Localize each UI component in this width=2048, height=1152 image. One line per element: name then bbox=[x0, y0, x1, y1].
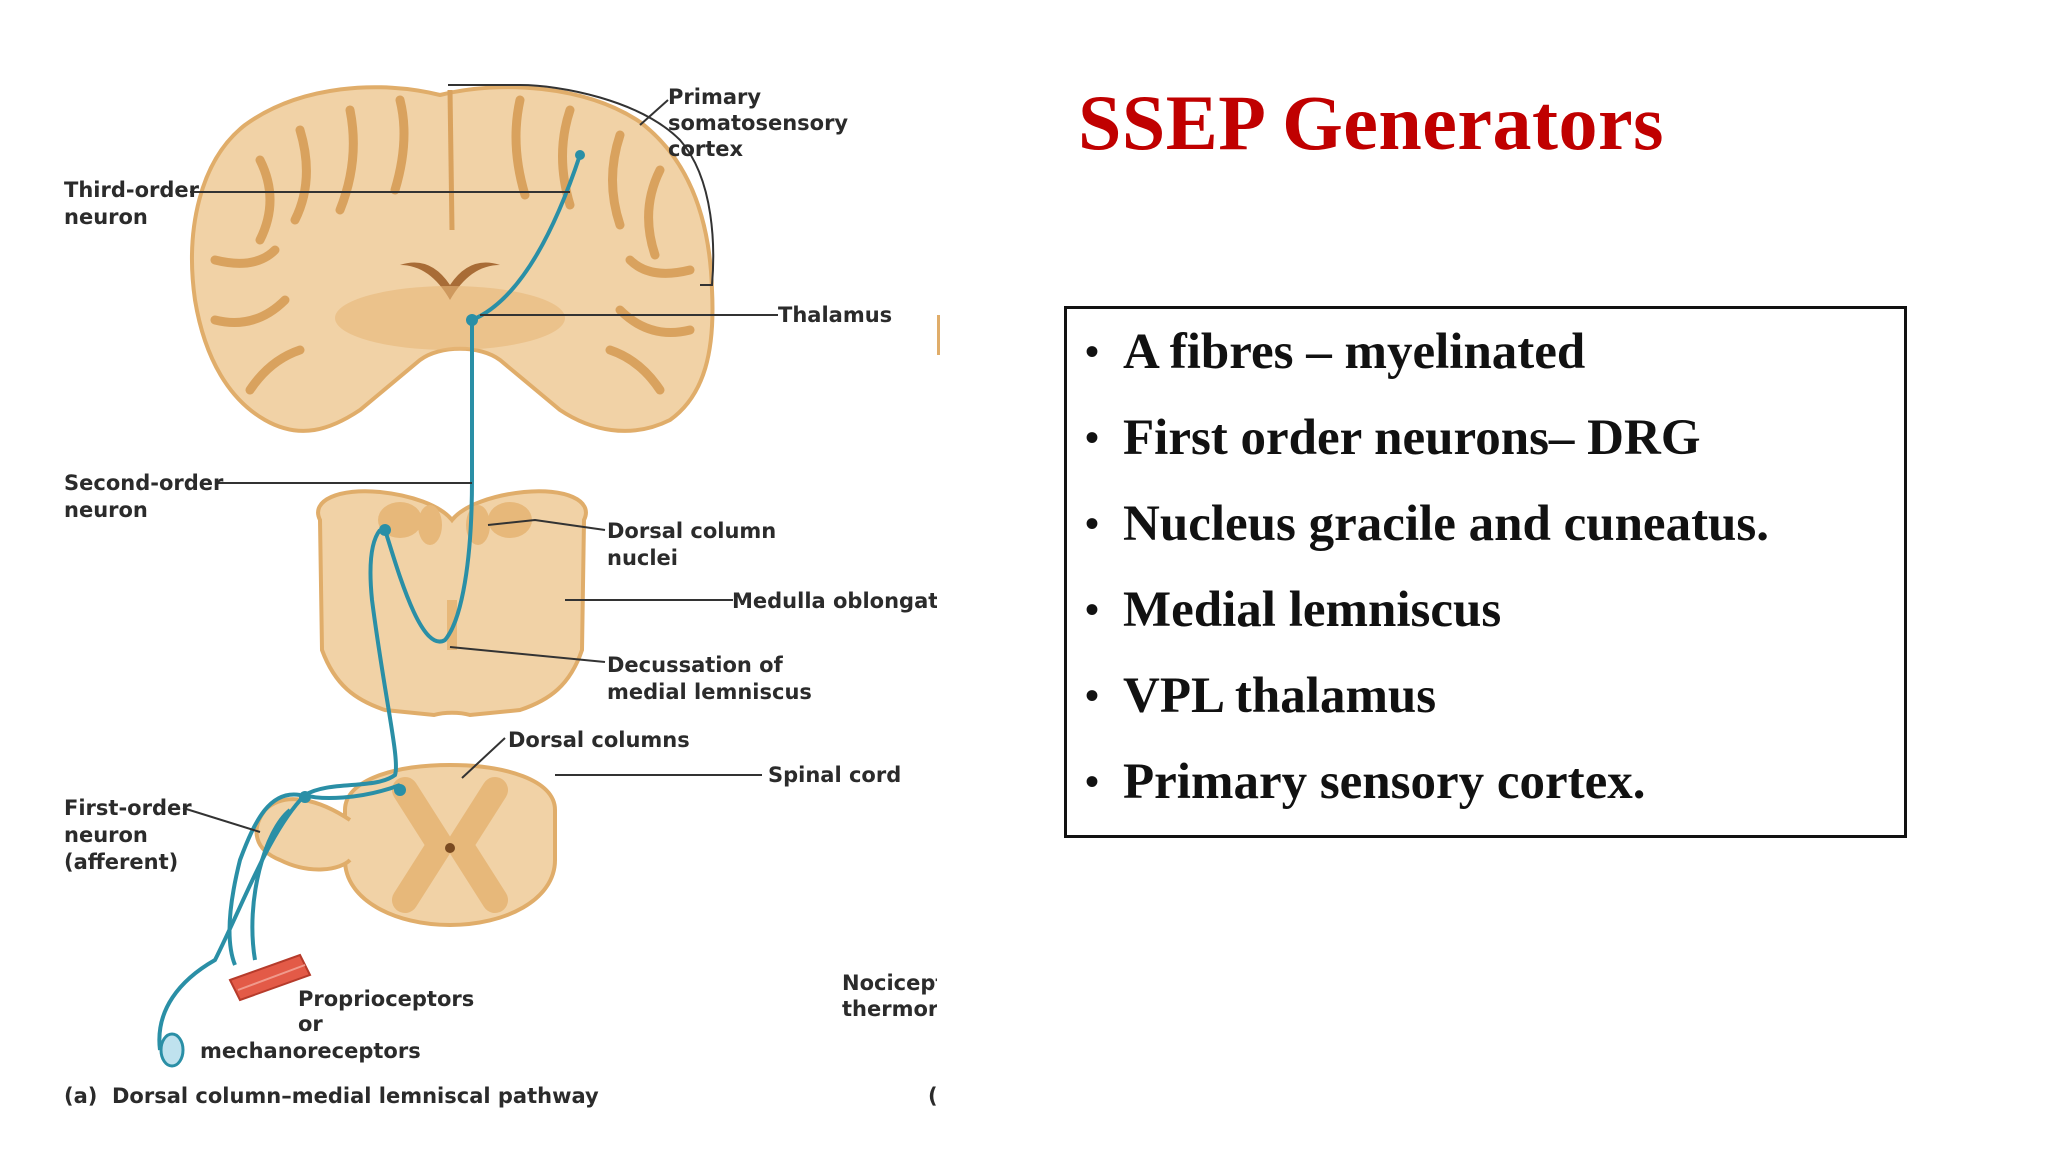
svg-text:Thalamus: Thalamus bbox=[778, 303, 892, 327]
svg-text:Dorsal column: Dorsal column bbox=[607, 519, 776, 543]
svg-text:nuclei: nuclei bbox=[607, 546, 678, 570]
svg-text:First-order: First-order bbox=[64, 796, 192, 820]
svg-text:(: ( bbox=[928, 1084, 938, 1108]
svg-text:thermore: thermore bbox=[842, 997, 953, 1021]
svg-text:Nocicept: Nocicept bbox=[842, 971, 945, 995]
svg-text:or: or bbox=[298, 1012, 323, 1036]
svg-text:Primary: Primary bbox=[668, 85, 761, 109]
svg-text:Proprioceptors: Proprioceptors bbox=[298, 987, 474, 1011]
bullet-item: •A fibres – myelinated bbox=[1085, 324, 1586, 380]
bullet-item: •Nucleus gracile and cuneatus. bbox=[1085, 496, 1770, 552]
bullet-box: •A fibres – myelinated •First order neur… bbox=[1064, 306, 1907, 838]
slide-title: SSEP Generators bbox=[1078, 79, 1664, 166]
svg-text:(afferent): (afferent) bbox=[64, 850, 178, 874]
spinal-cord-section bbox=[254, 762, 557, 928]
neural-pathway bbox=[157, 154, 582, 1051]
svg-text:Spinal cord: Spinal cord bbox=[768, 763, 901, 787]
bullet-list: •A fibres – myelinated •First order neur… bbox=[1085, 317, 1894, 833]
svg-text:Second-order: Second-order bbox=[64, 471, 224, 495]
svg-text:(a): (a) bbox=[64, 1084, 97, 1108]
leader-lines bbox=[182, 84, 778, 833]
medulla-section bbox=[316, 489, 588, 718]
bullet-item: •First order neurons– DRG bbox=[1085, 410, 1701, 466]
svg-text:neuron: neuron bbox=[64, 205, 148, 229]
bullet-item: •VPL thalamus bbox=[1085, 668, 1437, 724]
pathway-synapses bbox=[299, 150, 585, 803]
svg-text:neuron: neuron bbox=[64, 498, 148, 522]
svg-text:Medulla oblongata: Medulla oblongata bbox=[732, 589, 952, 613]
svg-text:mechanoreceptors: mechanoreceptors bbox=[200, 1039, 421, 1063]
svg-text:Dorsal columns: Dorsal columns bbox=[508, 728, 690, 752]
svg-text:cortex: cortex bbox=[668, 137, 744, 161]
diagram-labels: Primary somatosensory cortex Third-order… bbox=[64, 85, 953, 1108]
pathway-diagram: Primary somatosensory cortex Third-order… bbox=[64, 84, 960, 1152]
svg-text:somatosensory: somatosensory bbox=[668, 111, 848, 135]
svg-text:Decussation of: Decussation of bbox=[607, 653, 784, 677]
muscle-receptor bbox=[159, 953, 312, 1068]
bullet-item: •Medial lemniscus bbox=[1085, 582, 1502, 638]
brain-section bbox=[190, 85, 715, 433]
svg-text:Dorsal column–medial lemniscal: Dorsal column–medial lemniscal pathway bbox=[112, 1084, 599, 1108]
svg-text:medial lemniscus: medial lemniscus bbox=[607, 680, 812, 704]
svg-text:neuron: neuron bbox=[64, 823, 148, 847]
bullet-item: •Primary sensory cortex. bbox=[1085, 754, 1646, 810]
svg-text:Third-order: Third-order bbox=[64, 178, 200, 202]
